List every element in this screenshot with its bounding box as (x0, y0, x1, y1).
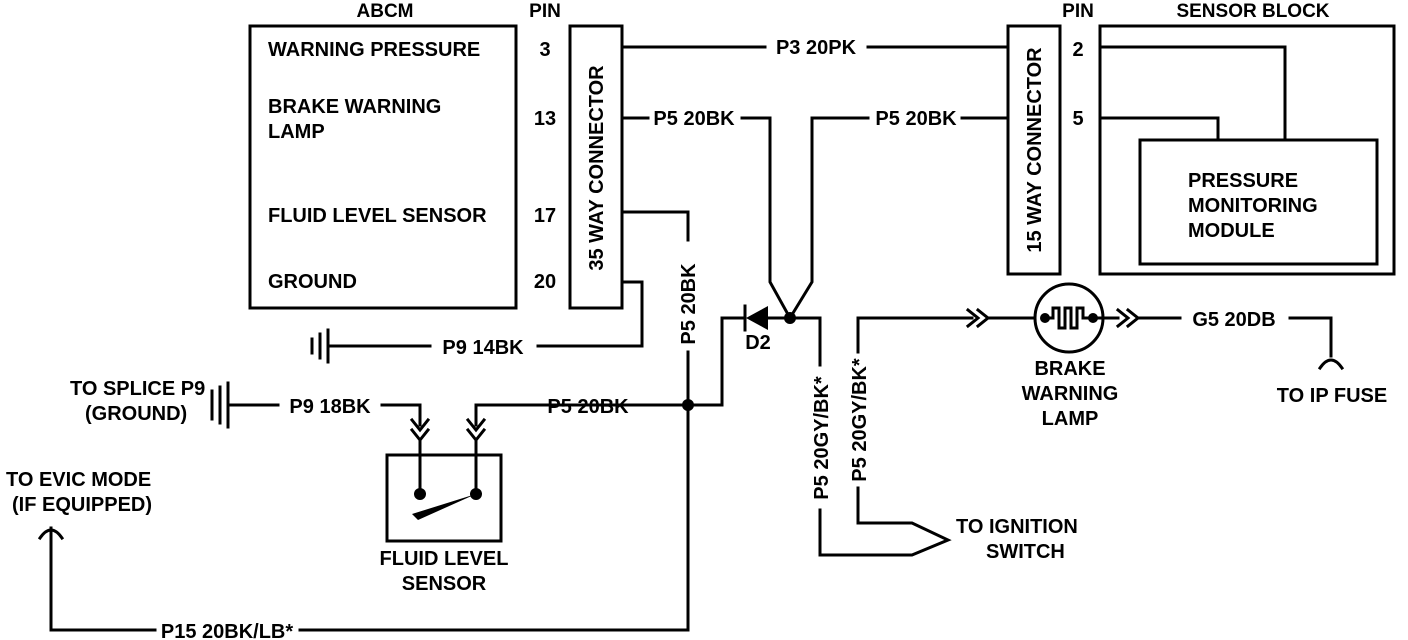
evic-label-2: (IF EQUIPPED) (12, 494, 152, 516)
brake-lamp-label-1: BRAKE (1034, 358, 1105, 380)
sensor-block-pin-5: 5 (1072, 108, 1083, 130)
diode-feed-wire (686, 316, 744, 407)
pressure-monitoring-module (1138, 138, 1379, 266)
abcm-box (248, 24, 518, 310)
diode-junction-dot (784, 312, 796, 324)
g5-wire-right (1288, 316, 1333, 358)
abcm-warning-pressure-label: WARNING PRESSURE (268, 39, 480, 61)
sensor-block-pin-header: PIN (1062, 1, 1094, 22)
p5-20gybk-label-2: P5 20GY/BK* (849, 358, 871, 482)
splice-label-1: TO SPLICE P9 (70, 378, 205, 400)
lamp-feed-wire (856, 316, 974, 354)
splice-label-2: (GROUND) (85, 403, 187, 425)
fluid-sensor-label-1: FLUID LEVEL (380, 548, 509, 570)
fluid-level-sensor-box (385, 453, 503, 543)
p5-wire-right (787, 116, 870, 321)
diode-d2-label: D2 (745, 332, 771, 354)
abcm-fluid-level-label: FLUID LEVEL SENSOR (268, 205, 487, 227)
p15-20bklb-label: P15 20BK/LB* (161, 621, 293, 640)
connector-35-way (568, 24, 624, 310)
ip-fuse-terminal (1317, 358, 1345, 371)
diode-d2-symbol (746, 306, 768, 330)
lamp-connector-right-1 (1115, 307, 1131, 329)
p9-18bk-label: P9 18BK (289, 396, 371, 418)
module-label-3: MODULE (1188, 220, 1275, 242)
ip-fuse-label: TO IP FUSE (1277, 385, 1387, 407)
module-label-2: MONITORING (1188, 195, 1318, 217)
p5-wire-left (740, 116, 793, 321)
p15-wire-left (49, 526, 157, 632)
p5-20bk-sensor-label: P5 20BK (547, 396, 629, 418)
g5-20db-label: G5 20DB (1192, 309, 1275, 331)
connector-15-way (1006, 24, 1062, 276)
abcm-lamp-label: LAMP (268, 121, 325, 143)
abcm-pin-20: 20 (534, 271, 556, 293)
brake-lamp-label-2: WARNING (1022, 383, 1119, 405)
sensor-contact-1 (414, 488, 426, 500)
p9-14bk-label: P9 14BK (442, 337, 524, 359)
pin-20-wire (536, 280, 644, 348)
connector-15-way-label: 15 WAY CONNECTOR (1024, 47, 1046, 253)
lamp-connector-left-1 (965, 307, 981, 329)
ignition-label-1: TO IGNITION (956, 516, 1078, 538)
connector-35-way-label: 35 WAY CONNECTOR (586, 65, 608, 271)
p3-20pk-label: P3 20PK (776, 37, 857, 59)
p15-wire-right (298, 618, 690, 632)
abcm-pin-3: 3 (539, 39, 550, 61)
pin-17-wire (620, 210, 690, 242)
p9-18bk-wire-right (380, 403, 422, 427)
abcm-pin-header: PIN (529, 1, 561, 22)
p5-20bk-left-label: P5 20BK (653, 108, 735, 130)
abcm-pin-13: 13 (534, 108, 556, 130)
evic-label-1: TO EVIC MODE (6, 469, 151, 491)
sensor-block-title: SENSOR BLOCK (1176, 1, 1329, 22)
abcm-pin-17: 17 (534, 205, 556, 227)
sensor-connector-1a (409, 417, 431, 433)
sensor-switch-arm (412, 494, 476, 520)
abcm-ground-label: GROUND (268, 271, 357, 293)
sensor-block-pin-2: 2 (1072, 39, 1083, 61)
ignition-wire-loop (818, 486, 952, 557)
fluid-sensor-label-2: SENSOR (402, 573, 487, 595)
pin-5-internal-wire (1098, 116, 1220, 142)
abcm-title: ABCM (357, 1, 414, 22)
p5-sensor-wire (474, 403, 637, 427)
abcm-brake-warning-label: BRAKE WARNING (268, 96, 441, 118)
p5-20gybk-label-1: P5 20GY/BK* (811, 376, 833, 500)
p5-20bk-right-label: P5 20BK (875, 108, 957, 130)
p5-20bk-vertical-label: P5 20BK (678, 263, 700, 345)
pin-2-internal-wire (1098, 45, 1287, 142)
lamp-filament (1043, 306, 1095, 330)
module-label-1: PRESSURE (1188, 170, 1298, 192)
sensor-connector-2a (465, 417, 487, 433)
ignition-label-2: SWITCH (986, 541, 1065, 563)
brake-lamp-label-3: LAMP (1042, 408, 1099, 430)
